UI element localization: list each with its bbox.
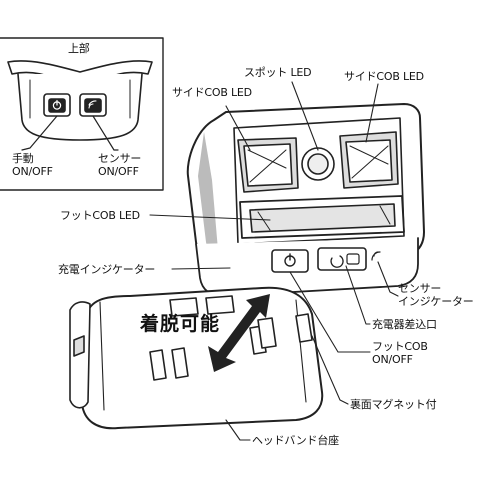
sensor-onoff-label: センサー ON/OFF [98, 152, 141, 178]
manual-label-line1: 手動 [12, 152, 34, 165]
sensor-indicator-line2: インジケーター [398, 295, 474, 308]
inset-manual-button [43, 93, 71, 117]
leader-lines [149, 81, 399, 441]
lamp-body [186, 103, 425, 297]
side-cob-right-label: サイドCOB LED [344, 70, 424, 83]
foot-cob-label: フットCOB LED [60, 209, 140, 222]
inset-sensor-button [79, 93, 107, 117]
detachable-label: 着脱可能 [140, 313, 221, 335]
sensor-label-line1: センサー [98, 152, 142, 165]
foot-cob-switch-label: フットCOB ON/OFF [372, 340, 428, 366]
sensor-indicator-label: センサー インジケーター [398, 282, 474, 308]
foot-cob-switch-line2: ON/OFF [372, 353, 413, 366]
spot-led-label: スポット LED [244, 66, 312, 79]
side-cob-left-label: サイドCOB LED [172, 86, 252, 99]
charge-indicator-label: 充電インジケーター [58, 263, 156, 276]
magnet-label: 裏面マグネット付 [350, 398, 437, 411]
charge-port-label: 充電器差込口 [372, 318, 437, 331]
inset-top-label: 上部 [68, 42, 90, 55]
inset-top-view [0, 37, 164, 191]
sensor-label-line2: ON/OFF [98, 165, 139, 178]
headband-base-label: ヘッドバンド台座 [252, 434, 339, 447]
headband-base [69, 286, 324, 430]
manual-label-line2: ON/OFF [12, 165, 53, 178]
sensor-indicator-line1: センサー [398, 282, 442, 295]
foot-cob-switch-line1: フットCOB [372, 340, 428, 353]
manual-onoff-label: 手動 ON/OFF [12, 152, 53, 178]
